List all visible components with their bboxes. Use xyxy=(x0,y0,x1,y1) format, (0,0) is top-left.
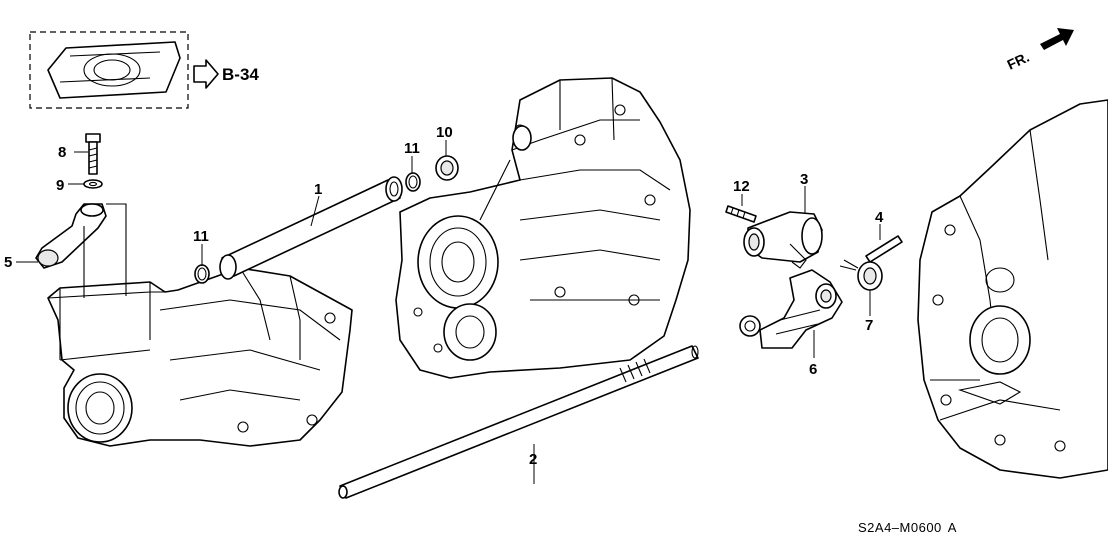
callout-1: 1 xyxy=(314,181,322,198)
bolt-8 xyxy=(85,133,101,175)
o-ring-11-left xyxy=(194,264,210,284)
lever-5 xyxy=(35,203,107,269)
callout-3: 3 xyxy=(800,171,808,188)
callout-6: 6 xyxy=(809,361,817,378)
callout-5: 5 xyxy=(4,254,12,271)
callout-7: 7 xyxy=(865,317,873,334)
seal-7 xyxy=(839,259,883,291)
reference-arrow xyxy=(193,59,219,89)
selector-3 xyxy=(743,211,823,269)
tube-1 xyxy=(219,176,403,280)
transmission-case xyxy=(395,77,691,379)
leader-lines xyxy=(16,140,881,484)
spring-pin-12 xyxy=(725,205,757,223)
reference-label-b34: B-34 xyxy=(222,65,259,84)
callout-11-upper: 11 xyxy=(404,140,420,157)
seal-10 xyxy=(435,155,459,181)
diagram-code-suffix: A xyxy=(948,520,957,535)
o-ring-11-upper xyxy=(405,172,421,192)
callout-4: 4 xyxy=(875,209,884,226)
front-direction-arrow xyxy=(1040,28,1074,50)
shaft-2 xyxy=(338,345,699,499)
front-direction-indicator: FR. xyxy=(1005,28,1074,73)
callout-8: 8 xyxy=(58,144,66,161)
inset-box xyxy=(29,31,189,109)
diagram-code-main: S2A4–M0600 xyxy=(858,520,942,535)
callout-2: 2 xyxy=(529,451,537,468)
callout-9: 9 xyxy=(56,177,64,194)
callout-12: 12 xyxy=(733,178,750,195)
callout-10: 10 xyxy=(436,124,453,141)
pin-4 xyxy=(865,235,903,263)
callout-11-left: 11 xyxy=(193,228,209,245)
diagram-code: S2A4–M0600 A xyxy=(858,520,957,535)
clutch-housing xyxy=(917,99,1108,479)
extension-housing xyxy=(47,267,353,447)
front-direction-label: FR. xyxy=(1005,49,1032,73)
washer-9 xyxy=(83,179,103,189)
shift-arm-6 xyxy=(739,269,843,349)
